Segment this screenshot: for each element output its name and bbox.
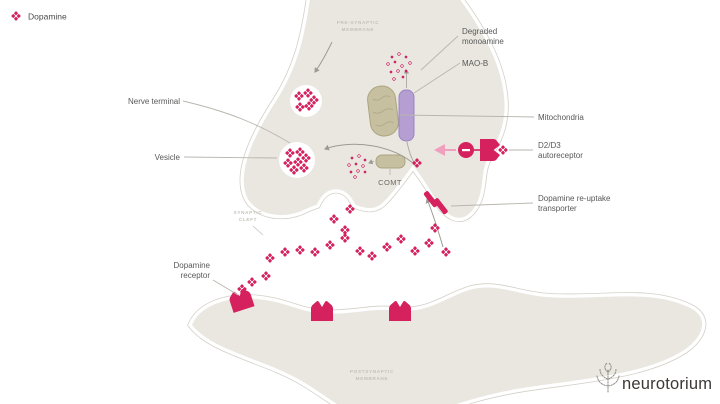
flow-arrows xyxy=(314,41,444,248)
neurotorium-logo: neurotorium xyxy=(596,362,712,393)
dopamine-receptor-label-2: receptor xyxy=(181,271,211,280)
vesicle-transport-arrow xyxy=(314,41,333,73)
dopamine-icon xyxy=(498,145,508,155)
legend: Dopamine xyxy=(11,11,67,22)
dopamine-icon xyxy=(265,253,275,263)
dopamine-icon xyxy=(325,240,335,250)
dopamine-icon xyxy=(367,251,377,261)
svg-text:MEMBRANE: MEMBRANE xyxy=(356,376,389,381)
brain-tree-icon xyxy=(596,362,620,393)
reuptake-label-2: transporter xyxy=(538,204,577,213)
legend-label: Dopamine xyxy=(28,12,67,22)
dopamine-icon xyxy=(247,277,257,287)
svg-text:MEMBRANE: MEMBRANE xyxy=(342,27,375,32)
svg-text:PRE-SYNAPTIC: PRE-SYNAPTIC xyxy=(337,20,380,25)
d2d3-label-2: autoreceptor xyxy=(538,151,583,160)
reuptake-transporter xyxy=(423,191,448,215)
svg-text:POSTSYNAPTIC: POSTSYNAPTIC xyxy=(350,369,394,374)
presynaptic-membrane-caption: PRE-SYNAPTIC MEMBRANE xyxy=(337,20,380,32)
comt-label: COMT xyxy=(378,178,402,187)
degraded-monoamine-label-2: monoamine xyxy=(462,37,504,46)
dopamine-receptor xyxy=(389,300,411,321)
logo-text: neurotorium xyxy=(622,375,712,393)
degraded-monoamine-label-1: Degraded xyxy=(462,27,497,36)
dopamine-receptor xyxy=(311,300,333,321)
d2d3-autoreceptor xyxy=(434,139,508,161)
dopamine-icon xyxy=(295,245,305,255)
leader-lines xyxy=(182,35,535,296)
dopamine-icon xyxy=(329,214,339,224)
dopamine-icon xyxy=(340,233,350,243)
postsynaptic-membrane-caption: POSTSYNAPTIC MEMBRANE xyxy=(350,369,394,381)
reuptake-arrow xyxy=(425,198,444,248)
dopamine-icon xyxy=(424,238,434,248)
synaptic-cleft-caption: SYNAPTIC CLEFT xyxy=(234,210,264,236)
dopamine-icon xyxy=(410,246,420,256)
dopamine-icon xyxy=(355,246,365,256)
dopamine-icon xyxy=(382,242,392,252)
svg-text:CLEFT: CLEFT xyxy=(239,217,257,222)
dopamine-legend-icon xyxy=(11,11,21,21)
vesicle-label: Vesicle xyxy=(155,153,181,162)
vesicles xyxy=(279,85,322,178)
comt-enzyme: COMT xyxy=(368,154,406,187)
reuptake-label-1: Dopamine re-uptake xyxy=(538,194,611,203)
recycling-arrow xyxy=(324,143,417,167)
dopamine-icon xyxy=(280,247,290,257)
svg-text:SYNAPTIC: SYNAPTIC xyxy=(234,210,263,215)
d2d3-label-1: D2/D3 xyxy=(538,141,561,150)
dopamine-receptor-label-1: Dopamine xyxy=(174,261,211,270)
mitochondria-label: Mitochondria xyxy=(538,113,584,122)
labels: Nerve terminal Vesicle Degraded monoamin… xyxy=(128,27,611,280)
mitochondria-organelle xyxy=(367,85,399,137)
nerve-terminal-label: Nerve terminal xyxy=(128,97,180,106)
dopamine-icon xyxy=(396,234,406,244)
dopamine-icon xyxy=(261,271,271,281)
dopamine-icon xyxy=(310,247,320,257)
autoreceptor-shape xyxy=(480,139,500,161)
mao-b-label: MAO-B xyxy=(462,59,488,68)
dopamine-icon xyxy=(441,247,451,257)
